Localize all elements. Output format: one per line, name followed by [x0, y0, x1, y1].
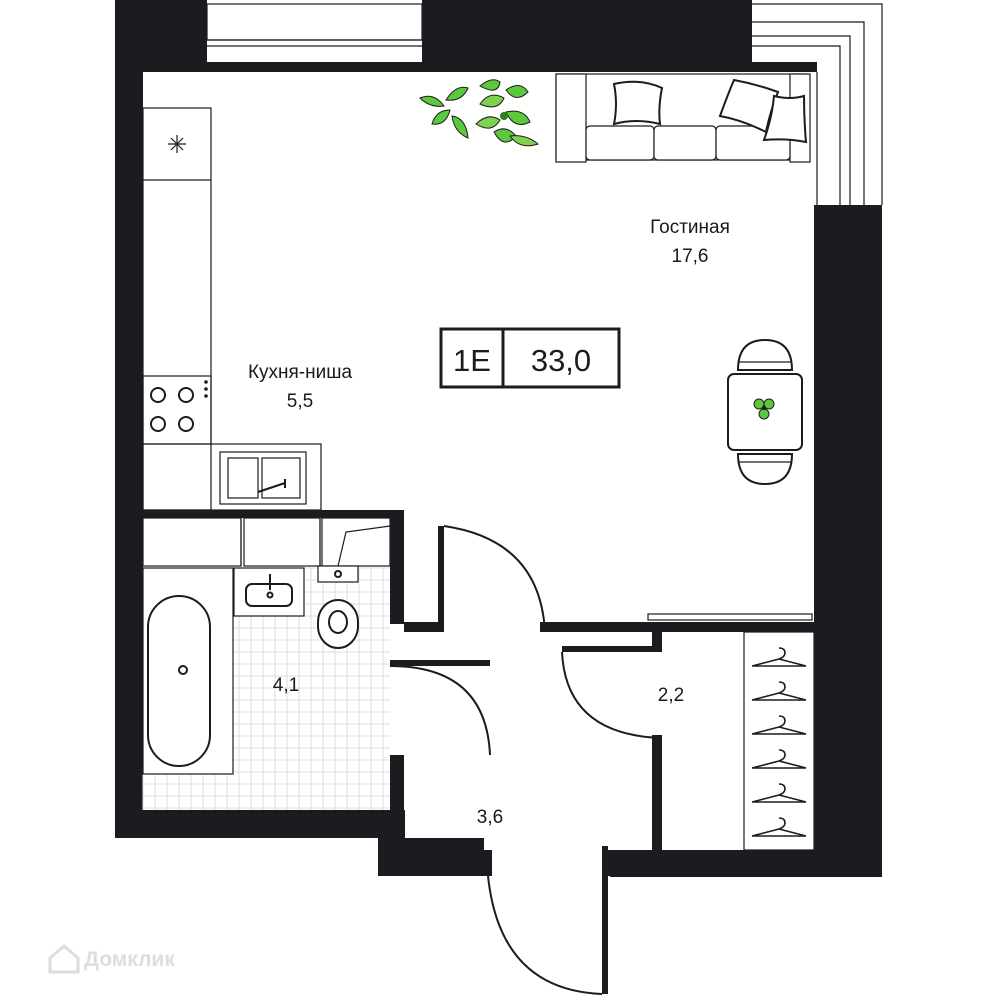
windows: [206, 3, 883, 205]
hanger-icon: [751, 783, 807, 803]
hall-area-value: 3,6: [477, 807, 503, 828]
wall-closet-left: [652, 735, 662, 850]
kitchen-area: [142, 107, 322, 511]
wall-right: [814, 205, 882, 877]
bathroom-area: [142, 517, 391, 810]
bathroom-area-value: 4,1: [273, 675, 299, 696]
wall-top-left: [115, 0, 207, 72]
plant-icon: [419, 79, 540, 147]
wall-bath-hall: [390, 755, 404, 850]
doors: [389, 525, 663, 995]
snowflake-icon: [168, 135, 186, 153]
hanger-icon: [751, 817, 807, 837]
walls: [115, 0, 882, 877]
wall-top-middle: [422, 0, 752, 72]
watermark-text: Домклик: [84, 948, 175, 971]
wall-bottom-left: [115, 810, 405, 838]
hanger-icon: [751, 647, 807, 667]
living-room-name: Гостиная: [650, 217, 730, 238]
hanger-icon: [751, 749, 807, 769]
wardrobe: [743, 631, 815, 851]
apartment-type: 1E: [453, 343, 491, 378]
house-logo-icon: [48, 944, 80, 974]
dining-table: [727, 338, 803, 486]
kitchen-area-value: 5,5: [287, 391, 313, 412]
apartment-total-area: 33,0: [531, 343, 591, 378]
kitchen-name: Кухня-ниша: [248, 362, 353, 383]
apartment-badge: 1E 33,0: [439, 327, 621, 389]
wall-bath-kitchen: [390, 514, 404, 624]
wall-closet-top-stub: [652, 632, 662, 646]
window-corner: [752, 3, 883, 205]
living-room-area: 17,6: [672, 246, 709, 267]
toilet-tank: [317, 565, 359, 583]
sofa: [555, 73, 811, 163]
stove: [142, 375, 212, 445]
watermark: Домклик: [48, 944, 175, 974]
wall-kitchen-bottom: [143, 510, 404, 518]
hanger-icon: [751, 715, 807, 735]
door-living: [443, 525, 546, 633]
wall-top-strip: [143, 62, 817, 72]
hanger-icon: [751, 681, 807, 701]
window-left: [206, 3, 423, 41]
closet-area-value: 2,2: [658, 685, 684, 706]
kitchen-counter: [142, 107, 212, 511]
door-bathroom: [389, 665, 491, 756]
wall-living-bottom: [545, 622, 815, 632]
wall-stub-left: [404, 622, 440, 632]
door-entrance: [487, 875, 603, 995]
wall-bottom-right: [610, 850, 882, 877]
door-closet: [561, 651, 663, 739]
wall-left: [115, 0, 143, 838]
toilet: [317, 599, 359, 649]
living-room-furniture: [419, 73, 813, 621]
tv-stand: [647, 613, 813, 621]
kitchen-sink: [219, 451, 307, 505]
